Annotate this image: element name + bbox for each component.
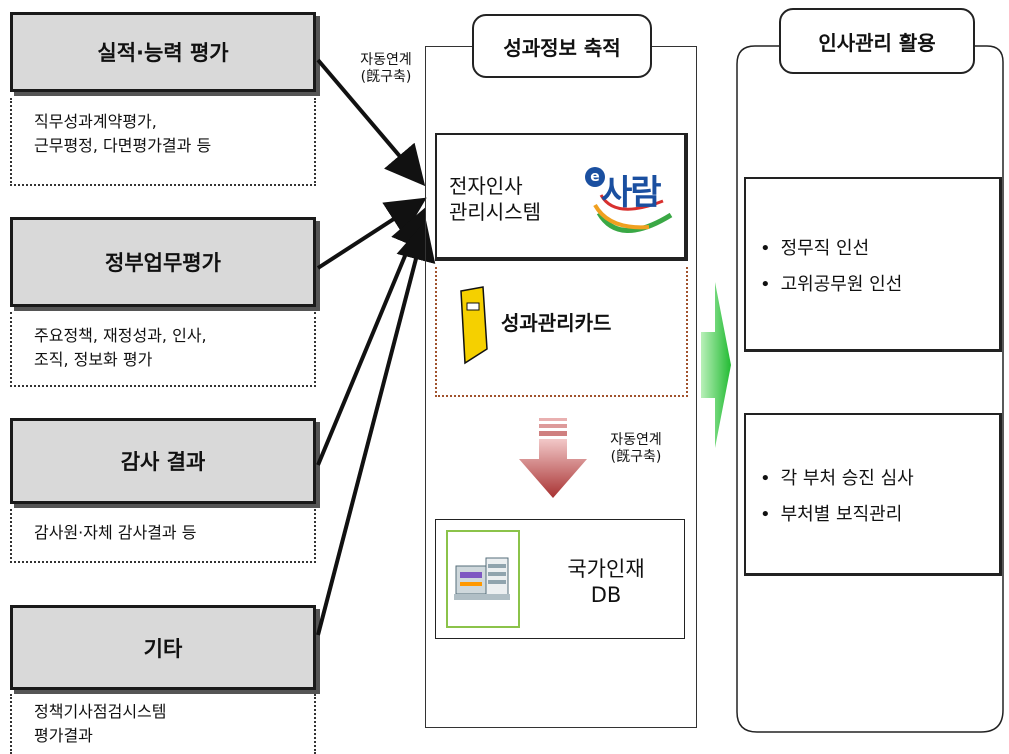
db-label-line2: DB <box>590 583 622 607</box>
detail-line: 평가결과 <box>34 726 93 745</box>
ehr-title: 전자인사 관리시스템 <box>449 173 541 225</box>
db-icon-frame <box>446 530 520 628</box>
red-down-arrow <box>519 418 587 498</box>
link-label-line1: 자동연계 <box>610 432 662 448</box>
national-talent-db-box: 국가인재 DB <box>435 519 685 639</box>
hr-use-group-appointment: 정무직 인선 고위공무원 인선 <box>744 177 1002 352</box>
source-detail-audit: 감사원·자체 감사결과 등 <box>10 509 316 563</box>
source-title: 실적·능력 평가 <box>97 41 229 65</box>
source-detail-etc: 정책기사점검시스템 평가결과 <box>10 694 316 754</box>
detail-line: 주요정책, 재정성과, 인사, <box>34 326 207 345</box>
detail-line: 정책기사점검시스템 <box>34 702 167 721</box>
ehr-title-line2: 관리시스템 <box>449 200 541 224</box>
link-label-line2: (旣구축) <box>360 69 412 85</box>
source-title: 감사 결과 <box>120 450 206 474</box>
accumulation-header: 성과정보 축적 <box>472 14 652 78</box>
esaram-logo-swoosh <box>593 194 673 233</box>
source-box-performance: 실적·능력 평가 <box>10 12 316 92</box>
db-label-line1: 국가인재 <box>567 557 645 581</box>
arrow-performance <box>316 58 426 187</box>
source-detail-performance: 직무성과계약평가, 근무평정, 다면평가결과 등 <box>10 98 316 186</box>
source-detail-gov-eval: 주요정책, 재정성과, 인사, 조직, 정보화 평가 <box>10 312 316 387</box>
ehr-system-box: 전자인사 관리시스템 e 사람 <box>435 133 688 261</box>
detail-line: 근무평정, 다면평가결과 등 <box>34 136 212 155</box>
detail-line: 직무성과계약평가, <box>34 112 157 131</box>
bullet-item: 고위공무원 인선 <box>760 267 999 303</box>
green-right-arrow <box>701 282 731 448</box>
database-icon <box>454 557 510 600</box>
link-label-middle: 자동연계 (旣구축) <box>595 432 677 466</box>
detail-line: 조직, 정보화 평가 <box>34 350 153 369</box>
source-title: 정부업무평가 <box>105 251 221 275</box>
accumulation-header-text: 성과정보 축적 <box>503 35 621 60</box>
source-title: 기타 <box>143 636 183 661</box>
arrow-etc <box>316 220 436 636</box>
hr-use-group-promotion: 각 부처 승진 심사 부처별 보직관리 <box>744 413 1002 576</box>
performance-card-box: 성과관리카드 <box>435 267 688 397</box>
bullet-item: 정무직 인선 <box>760 231 999 267</box>
ehr-title-line1: 전자인사 <box>449 174 523 198</box>
link-label-line2: (旣구축) <box>610 449 662 465</box>
hr-use-header-text: 인사관리 활용 <box>818 30 936 55</box>
esaram-logo-e: e <box>585 167 605 187</box>
source-box-etc: 기타 <box>10 605 316 690</box>
bullet-item: 부처별 보직관리 <box>760 497 999 533</box>
source-box-gov-eval: 정부업무평가 <box>10 217 316 307</box>
db-label: 국가인재 DB <box>536 556 676 608</box>
link-label-top: 자동연계 (旣구축) <box>345 52 427 86</box>
esaram-logo-text: 사람 <box>601 173 662 213</box>
bullet-item: 각 부처 승진 심사 <box>760 461 999 497</box>
hr-use-header: 인사관리 활용 <box>779 8 975 74</box>
esaram-logo: e 사람 <box>579 155 679 243</box>
source-box-audit: 감사 결과 <box>10 418 316 504</box>
card-icon <box>460 286 488 365</box>
link-label-line1: 자동연계 <box>360 52 412 68</box>
card-label: 성과관리카드 <box>501 311 612 335</box>
detail-line: 감사원·자체 감사결과 등 <box>34 523 197 542</box>
hr-use-panel <box>736 45 1004 733</box>
